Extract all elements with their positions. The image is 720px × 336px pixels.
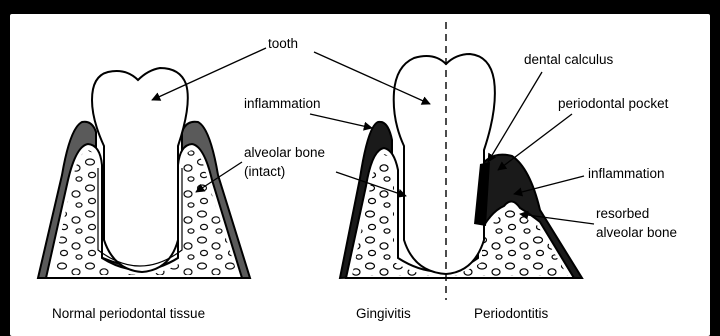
arrow-inflammation-left xyxy=(310,114,372,128)
normal-tissue-illustration xyxy=(38,68,250,278)
label-periodontal-pocket: periodontal pocket xyxy=(558,96,669,111)
label-alveolar-bone-line2: (intact) xyxy=(244,164,285,179)
normal-tooth xyxy=(92,68,188,272)
label-alveolar-bone-line1: alveolar bone xyxy=(244,145,325,160)
label-inflammation-left: inflammation xyxy=(244,96,321,111)
caption-normal: Normal periodontal tissue xyxy=(52,306,205,321)
caption-gingivitis: Gingivitis xyxy=(356,306,411,321)
label-inflammation-right: inflammation xyxy=(588,166,665,181)
arrow-dental-calculus xyxy=(488,72,542,162)
label-resorbed-line1: resorbed xyxy=(596,206,649,221)
caption-periodontitis: Periodontitis xyxy=(474,306,549,321)
label-dental-calculus: dental calculus xyxy=(524,52,614,67)
arrow-periodontal-pocket xyxy=(498,114,572,170)
diseased-tooth xyxy=(394,54,495,274)
label-resorbed-line2: alveolar bone xyxy=(596,225,677,240)
label-tooth: tooth xyxy=(268,36,298,51)
